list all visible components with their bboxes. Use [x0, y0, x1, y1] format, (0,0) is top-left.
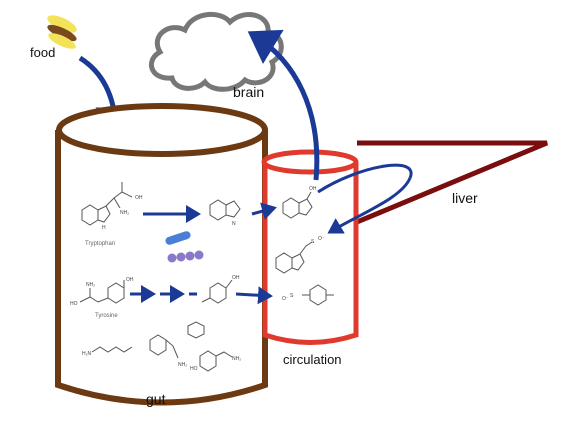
svg-text:NH₂: NH₂ [120, 210, 129, 216]
gut-label: gut [146, 391, 166, 407]
indoxyl-sulfate-molecule: S O⁻ [275, 236, 325, 274]
tryptophan-molecule: OH NH₂ H [81, 182, 143, 231]
liver-shape [356, 140, 548, 225]
svg-text:N: N [232, 221, 236, 227]
svg-text:OH: OH [126, 277, 134, 283]
svg-text:HO: HO [190, 366, 198, 372]
indole-to-circulation-arrow [251, 202, 277, 220]
food-label: food [30, 45, 55, 60]
svg-text:H₂N: H₂N [82, 351, 92, 357]
svg-text:S: S [290, 293, 294, 299]
svg-text:OH: OH [135, 195, 143, 201]
svg-text:O⁻: O⁻ [318, 236, 325, 242]
tyrosine-molecule: OH NH₂ HO [70, 277, 134, 307]
cloud-icon [148, 12, 284, 92]
gut-container [55, 103, 268, 406]
p-cresol-molecule: OH [201, 275, 240, 304]
tyrosine-label: Tyrosine [95, 313, 118, 319]
svg-text:HO: HO [70, 301, 78, 307]
svg-text:O⁻: O⁻ [282, 296, 289, 302]
bacteria-icon [165, 231, 204, 263]
circulation-to-liver-arrow [317, 163, 413, 194]
indole-molecule: N [209, 199, 241, 227]
svg-text:NH₂: NH₂ [232, 356, 241, 362]
svg-text:OH: OH [232, 275, 240, 281]
indoxyl-molecule: OH [282, 186, 317, 219]
tryptophan-label: Tryptophan [85, 241, 115, 247]
p-cresyl-sulfate-molecule: S O⁻ [282, 284, 334, 306]
svg-text:H: H [102, 225, 106, 231]
svg-text:NH₂: NH₂ [178, 362, 187, 368]
brain-label: brain [233, 84, 264, 100]
svg-text:OH: OH [309, 186, 317, 192]
circulation-vessel [261, 149, 359, 345]
liver-label: liver [452, 190, 478, 206]
gut-bottom-molecules: H₂N NH₂ NH₂ HO [82, 321, 241, 372]
liver-to-circulation-arrow [327, 177, 412, 234]
svg-text:NH₂: NH₂ [86, 282, 95, 288]
cresol-to-circulation-arrow [235, 286, 273, 305]
circulation-label: circulation [283, 352, 342, 367]
circulation-to-brain-arrow [247, 29, 320, 181]
svg-text:S: S [311, 239, 315, 245]
burger-icon [47, 15, 77, 49]
